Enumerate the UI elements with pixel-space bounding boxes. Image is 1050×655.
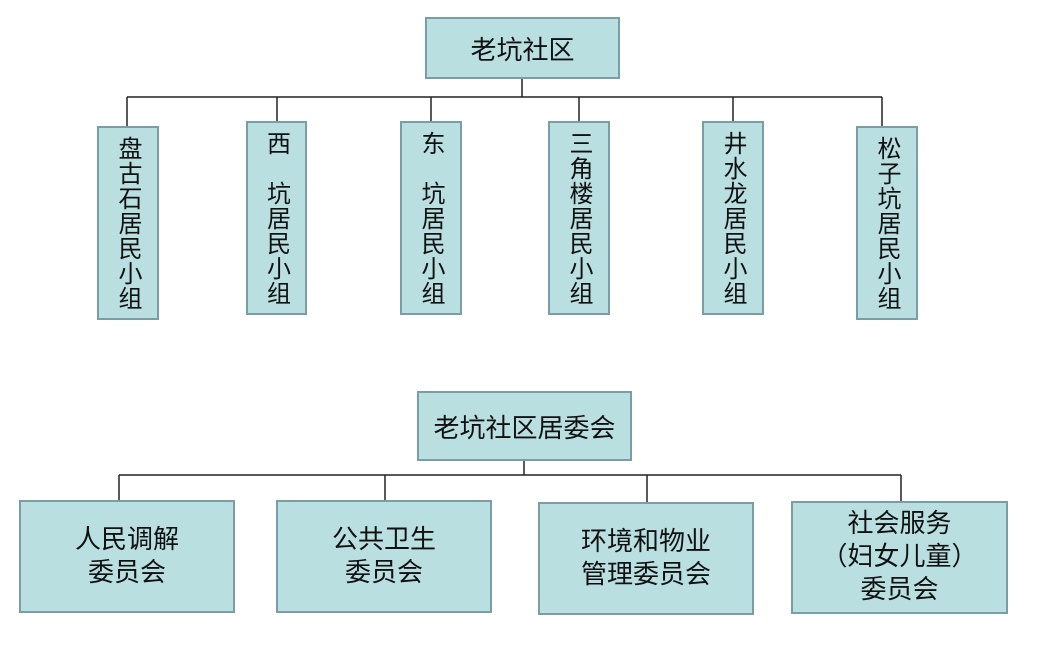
group-label: 盘古石居民小组 xyxy=(114,135,142,311)
subcommittee-box-environment-property: 环境和物业 管理委员会 xyxy=(538,502,754,615)
group-box-jingshuilong: 井水龙居民小组 xyxy=(702,121,764,315)
subcommittee-box-public-health: 公共卫生 委员会 xyxy=(276,500,492,613)
community-root-box: 老坑社区 xyxy=(425,17,620,79)
committee-root-label: 老坑社区居委会 xyxy=(433,413,616,444)
subcommittee-label: 社会服务 （妇女儿童） 委员会 xyxy=(821,509,978,605)
subcommittee-box-mediation: 人民调解 委员会 xyxy=(19,500,235,613)
subcommittee-label: 环境和物业 管理委员会 xyxy=(580,526,711,590)
group-box-sanjiaolou: 三角楼居民小组 xyxy=(548,121,610,315)
subcommittee-label: 人民调解 委员会 xyxy=(74,524,179,588)
group-label: 松子坑居民小组 xyxy=(873,135,901,311)
group-label: 三角楼居民小组 xyxy=(565,130,593,306)
group-box-songzikeng: 松子坑居民小组 xyxy=(856,126,918,320)
group-box-pangushi: 盘古石居民小组 xyxy=(97,126,159,320)
community-root-label: 老坑社区 xyxy=(470,35,575,66)
group-box-dongkeng: 东 坑居民小组 xyxy=(400,121,462,315)
group-label: 井水龙居民小组 xyxy=(719,130,747,306)
group-label: 东 坑居民小组 xyxy=(417,130,445,306)
group-label: 西 坑居民小组 xyxy=(262,130,291,306)
subcommittee-box-social-services: 社会服务 （妇女儿童） 委员会 xyxy=(791,501,1008,614)
committee-root-box: 老坑社区居委会 xyxy=(417,391,632,461)
group-box-xikeng: 西 坑居民小组 xyxy=(246,121,307,315)
subcommittee-label: 公共卫生 委员会 xyxy=(331,524,436,588)
